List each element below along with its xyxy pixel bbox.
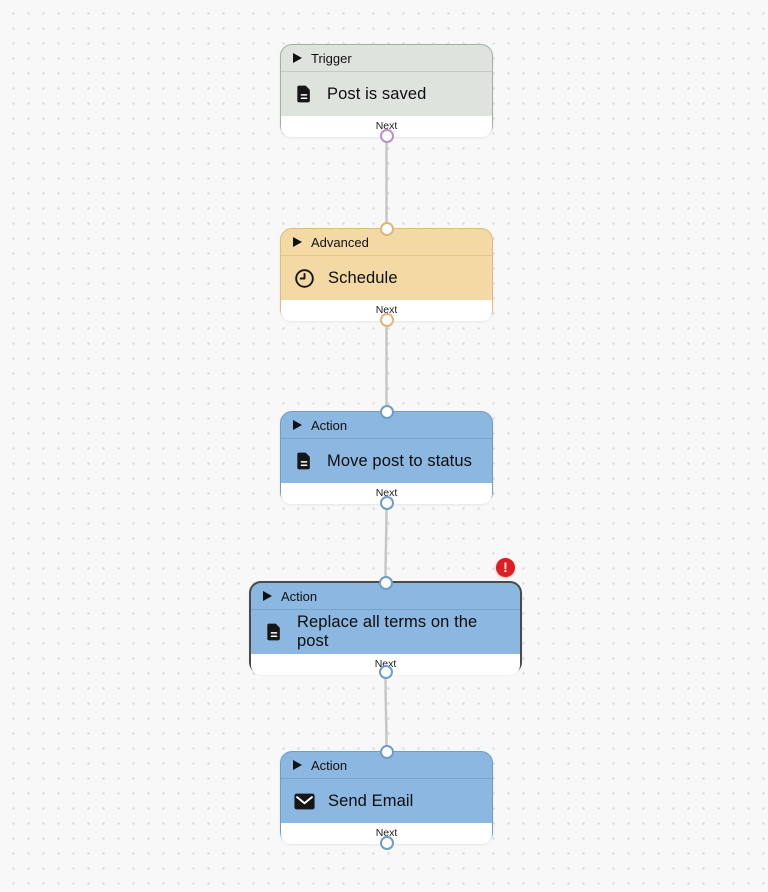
node-action-send-email[interactable]: Action Send Email Next [280, 745, 493, 850]
play-icon [263, 591, 272, 601]
mail-icon [294, 793, 315, 809]
node-header[interactable]: Action [281, 752, 492, 779]
play-icon [293, 420, 302, 430]
edge-replace-terms-to-send-email [384, 673, 388, 752]
input-port[interactable] [378, 576, 393, 590]
node-category-label: Action [311, 757, 348, 773]
output-port[interactable] [379, 313, 394, 327]
node-footer-next-label: Next [281, 823, 492, 844]
document-icon [267, 623, 280, 641]
output-port[interactable] [379, 496, 394, 510]
node-title: Post is saved [327, 84, 427, 103]
node-category-label: Advanced [311, 234, 369, 250]
node-header[interactable]: Action [251, 583, 520, 610]
node-advanced-schedule[interactable]: Advanced Schedule Next [280, 222, 493, 327]
error-badge-icon: ! [496, 558, 515, 577]
node-footer-next-label: Next [281, 300, 492, 321]
edge-move-post-to-replace-terms [384, 503, 388, 582]
node-header[interactable]: Action [281, 412, 492, 439]
node-title: Send Email [328, 791, 414, 810]
input-port[interactable] [379, 405, 394, 419]
output-port[interactable] [378, 665, 393, 679]
node-title: Move post to status [327, 451, 472, 470]
play-icon [293, 760, 302, 770]
play-icon [293, 237, 302, 247]
node-trigger-post-is-saved[interactable]: Trigger Post is saved Next [280, 44, 493, 143]
node-footer-next-label: Next [281, 116, 492, 137]
node-title: Schedule [328, 268, 398, 287]
node-category-label: Trigger [311, 50, 352, 66]
play-icon [293, 53, 302, 63]
node-category-label: Action [311, 417, 348, 433]
node-action-replace-all-terms[interactable]: ! Action Replace all terms on the post N… [249, 558, 522, 679]
node-action-move-post-to-status[interactable]: Action Move post to status Next [280, 405, 493, 510]
node-category-label: Action [281, 588, 318, 604]
node-header[interactable]: Trigger [281, 45, 492, 72]
document-icon [297, 85, 310, 103]
clock-icon [295, 268, 314, 288]
input-port[interactable] [379, 222, 394, 236]
node-footer-next-label: Next [281, 483, 492, 504]
output-port[interactable] [379, 129, 394, 143]
node-title: Replace all terms on the post [297, 613, 478, 650]
node-header[interactable]: Advanced [281, 229, 492, 256]
input-port[interactable] [379, 745, 394, 759]
document-icon [297, 452, 310, 470]
output-port[interactable] [379, 836, 394, 850]
